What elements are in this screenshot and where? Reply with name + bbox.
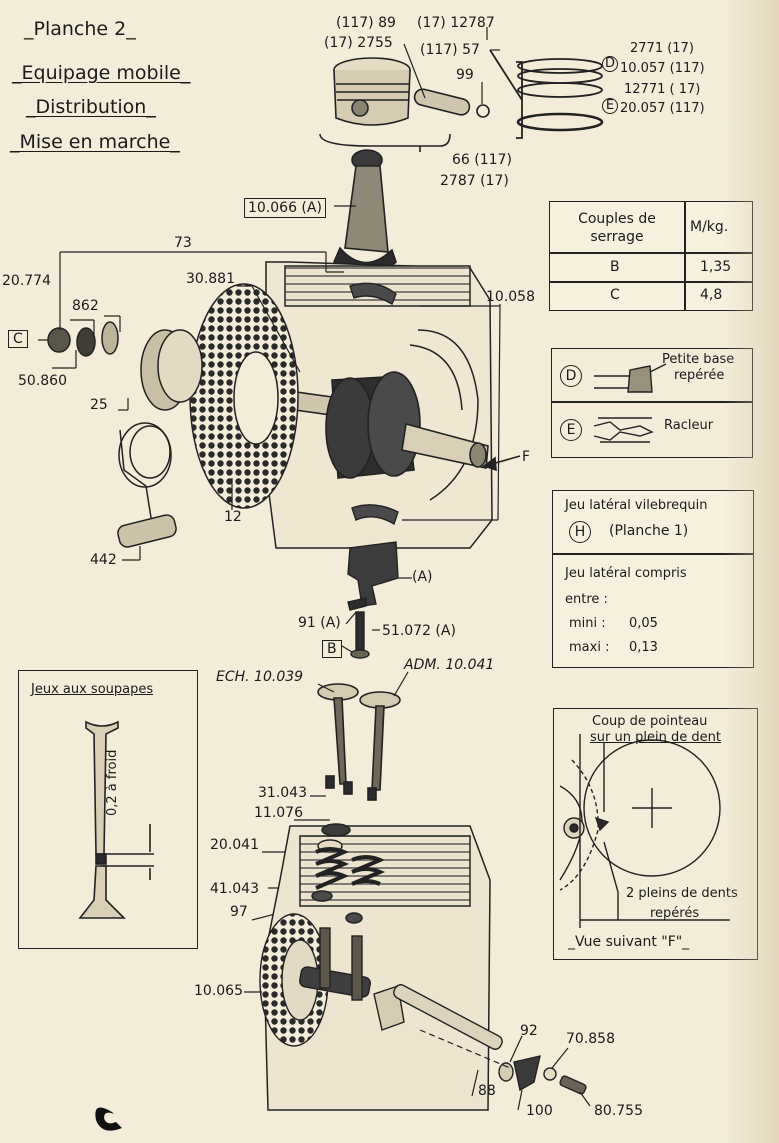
label-b-letter: B xyxy=(322,640,342,658)
label-ring-e-top: 12771 ( 17) xyxy=(624,82,701,97)
valve-clearance-title: Jeux aux soupapes xyxy=(31,682,154,697)
timing-caption: _Vue suivant "F"_ xyxy=(568,934,690,950)
label-ring-e-bottom: 20.057 (117) xyxy=(620,101,705,116)
ring-legend-e-letter: E xyxy=(560,419,582,441)
label-50860: 50.860 xyxy=(18,373,67,389)
label-11076: 11.076 xyxy=(254,805,303,821)
torque-row-part: C xyxy=(610,287,620,303)
endplay-h-letter: H xyxy=(569,521,591,543)
torque-table: Couples de serrage M/kg. B 1,35 C 4,8 xyxy=(549,201,753,311)
label-c-letter: C xyxy=(8,330,28,348)
label-91: 91 (A) xyxy=(298,615,341,631)
label-30881: 30.881 xyxy=(186,271,235,287)
timing-note-4: repérés xyxy=(650,906,700,921)
endplay-maxi-value: 0,13 xyxy=(629,640,658,655)
endplay-maxi-label: maxi : xyxy=(569,640,610,655)
endplay-box: Jeu latéral vilebrequin H (Planche 1) Je… xyxy=(552,490,754,668)
label-intake-valve: ADM. 10.041 xyxy=(404,657,495,673)
label-80755: 80.755 xyxy=(594,1103,643,1119)
label-97: 97 xyxy=(230,904,248,920)
label-clip-17: (17) 12787 xyxy=(417,15,495,31)
ring-letter-d: D xyxy=(602,56,618,72)
ring-legend-d-text-1: Petite base xyxy=(662,352,735,367)
ring-legend-drawings xyxy=(593,363,667,443)
label-20774: 20.774 xyxy=(2,273,51,289)
torque-header-part: Couples de serrage xyxy=(578,211,656,245)
label-10065: 10.065 xyxy=(194,983,243,999)
arrow-f xyxy=(482,455,521,472)
label-31043: 31.043 xyxy=(258,785,307,801)
ring-legend-d-text-2: repérée xyxy=(674,368,725,383)
endplay-title: Jeu latéral vilebrequin xyxy=(565,498,708,513)
timing-note-1: Coup de pointeau xyxy=(592,714,708,729)
ring-legend-d-letter: D xyxy=(560,365,582,387)
bearing-shells xyxy=(347,282,399,659)
label-73: 73 xyxy=(174,235,192,251)
label-20041: 20.041 xyxy=(210,837,259,853)
camshaft-gear xyxy=(259,913,587,1095)
endplay-ref: (Planche 1) xyxy=(609,523,689,539)
label-92: 92 xyxy=(520,1023,538,1039)
torque-row-part: B xyxy=(610,259,620,275)
label-piston-pin-17: (17) 2755 xyxy=(324,35,393,51)
timing-view-box: Coup de pointeau sur un plein de dent 2 … xyxy=(553,708,758,960)
valves xyxy=(317,683,401,801)
valve-clearance-box: Jeux aux soupapes xyxy=(18,670,198,949)
label-ring-d-bottom: 10.057 (117) xyxy=(620,61,705,76)
label-862: 862 xyxy=(72,298,99,314)
endplay-mini-label: mini : xyxy=(569,616,606,631)
timing-view-drawing xyxy=(559,734,730,928)
label-exhaust-valve: ECH. 10.039 xyxy=(216,669,304,685)
endplay-line2: entre : xyxy=(565,592,608,607)
endplay-mini-value: 0,05 xyxy=(629,616,658,631)
label-circlip: 99 xyxy=(456,67,474,83)
page-edge-shade xyxy=(723,0,779,1143)
heading-mise-en-marche: _Mise en marche_ xyxy=(10,131,180,153)
torque-header-unit: M/kg. xyxy=(690,219,729,235)
heading-planche: _Planche 2_ xyxy=(24,18,136,40)
endplay-line1: Jeu latéral compris xyxy=(565,566,687,581)
label-piston-assembly-17: 2787 (17) xyxy=(440,173,509,189)
label-bearing-cap: (A) xyxy=(412,569,433,585)
heading-equipage: _Equipage mobile_ xyxy=(12,62,191,84)
ring-letter-e: E xyxy=(602,98,618,114)
heading-distribution: _Distribution_ xyxy=(26,96,156,118)
flywheel-disc xyxy=(189,283,299,509)
valve-clearance-drawing xyxy=(78,720,154,919)
piston-assembly xyxy=(319,57,490,152)
label-ring-d-top: 2771 (17) xyxy=(630,41,694,56)
ring-legend-box: D Petite base repérée E Racleur xyxy=(551,348,753,458)
label-piston-assembly-117: 66 (117) xyxy=(452,152,512,168)
label-piston-pin-117: (117) 89 xyxy=(336,15,396,31)
cylinder-block xyxy=(263,823,491,1111)
ring-legend-e-text: Racleur xyxy=(664,418,714,433)
starter-parts xyxy=(47,321,203,548)
label-70858: 70.858 xyxy=(566,1031,615,1047)
timing-note-2: sur un plein de dent xyxy=(590,730,721,745)
label-arrow-f: F xyxy=(522,449,531,465)
timing-note-3: 2 pleins de dents xyxy=(626,886,738,901)
label-25: 25 xyxy=(90,397,108,413)
label-connecting-rod: 10.066 (A) xyxy=(244,198,326,218)
label-12: 12 xyxy=(224,509,242,525)
label-51072: 51.072 (A) xyxy=(382,623,456,639)
label-41043: 41.043 xyxy=(210,881,259,897)
label-442: 442 xyxy=(90,552,117,568)
label-10058: 10.058 xyxy=(486,289,535,305)
piston-rings xyxy=(489,49,604,139)
label-clip-117: (117) 57 xyxy=(420,42,480,58)
torque-row-value: 4,8 xyxy=(700,287,723,303)
label-100: 100 xyxy=(526,1103,553,1119)
label-88: 88 xyxy=(478,1083,496,1099)
